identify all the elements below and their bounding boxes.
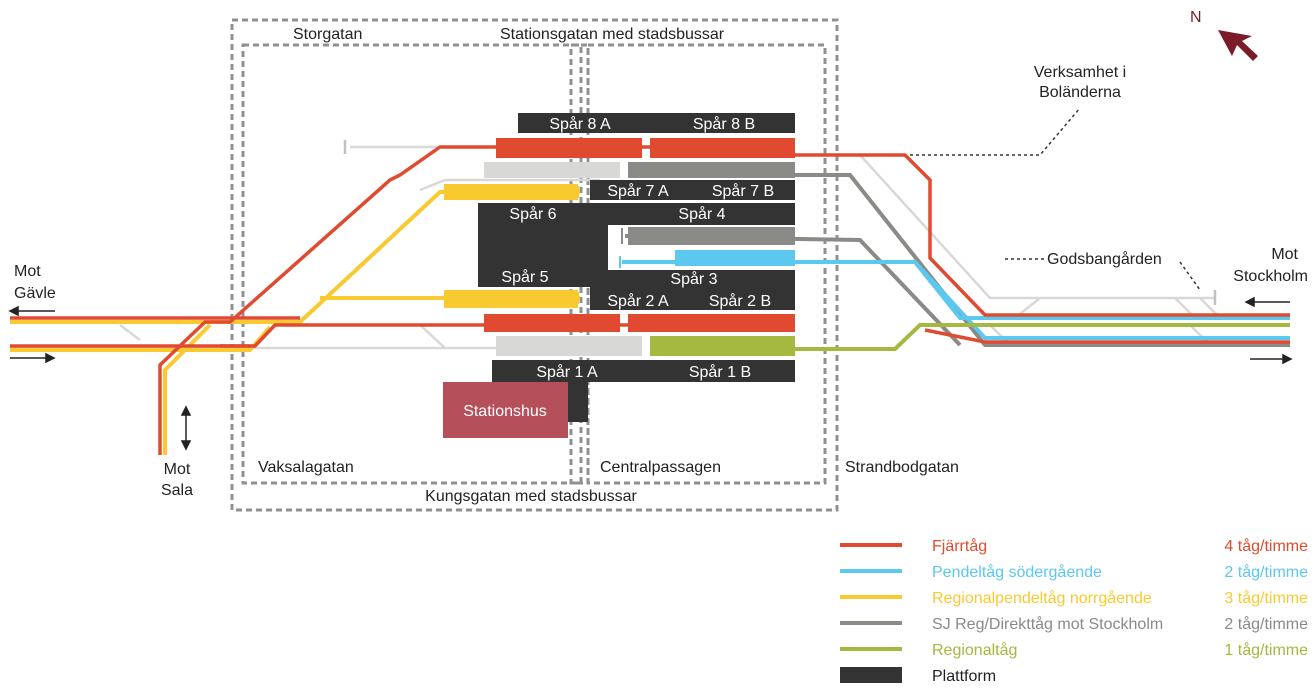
legend-frequency-1: 2 tåg/timme — [1224, 563, 1308, 581]
platform-1-stub — [568, 382, 588, 422]
stockholm-label-line2: Stockholm — [1233, 268, 1308, 285]
route-regional-green — [790, 323, 1290, 351]
platform-4 — [608, 203, 795, 225]
street-labels: Storgatan Stationsgatan med stadsbussar … — [258, 26, 959, 505]
left-block-boundary — [241, 43, 583, 485]
legend-label-3: SJ Reg/Direkttåg mot Stockholm — [932, 615, 1163, 633]
industry-label-line2: Boländerna — [1039, 84, 1121, 101]
label-8b: Spår 8 B — [693, 115, 755, 133]
platform-labels: Spår 8 A Spår 8 B Spår 7 A Spår 7 B Spår… — [501, 115, 774, 381]
legend-frequency-3: 2 tåg/timme — [1224, 615, 1308, 633]
legend-label-5: Plattform — [932, 668, 996, 685]
platform-2-connector — [590, 287, 608, 310]
label-8a: Spår 8 A — [549, 115, 611, 133]
legend-label-4: Regionaltåg — [932, 641, 1017, 659]
legend-swatch-0 — [840, 543, 902, 547]
annotation-leaders — [910, 107, 1201, 291]
outer-block-boundary — [230, 18, 839, 512]
platform-8 — [518, 113, 795, 133]
track-5 — [444, 290, 578, 308]
street-centralpassagen: Centralpassagen — [600, 459, 721, 476]
legend-frequency-2: 3 tåg/timme — [1224, 589, 1308, 607]
station-building — [443, 382, 568, 438]
arrow-right-gavle-icon — [10, 352, 56, 364]
platforms — [478, 113, 795, 422]
track-7a — [484, 162, 620, 178]
label-4: Spår 4 — [678, 205, 725, 223]
label-1b: Spår 1 B — [689, 363, 751, 381]
legend-label-0: Fjärrtåg — [932, 537, 987, 555]
platform-3-2 — [608, 270, 795, 310]
label-2a: Spår 2 A — [607, 292, 669, 310]
street-kungsgatan: Kungsgatan med stadsbussar — [425, 488, 637, 505]
legend-swatch-1 — [840, 569, 902, 573]
track-3 — [675, 250, 795, 266]
arrow-left-gavle-icon — [8, 305, 55, 317]
legend-swatch-3 — [840, 621, 902, 625]
direction-arrows — [8, 296, 1293, 451]
platform-tracks — [444, 138, 795, 356]
track-1b — [650, 336, 795, 356]
track-4 — [628, 227, 795, 245]
track-2b — [628, 314, 795, 332]
label-7a: Spår 7 A — [607, 182, 669, 200]
legend-swatch-2 — [840, 595, 902, 599]
arrow-updown-sala-icon — [180, 405, 192, 451]
compass-north-arrow-icon: N — [1190, 9, 1258, 61]
street-storgatan: Storgatan — [293, 26, 362, 43]
track-7b — [628, 162, 795, 178]
label-1a: Spår 1 A — [536, 363, 598, 381]
industry-label-line1: Verksamhet i — [1034, 64, 1126, 81]
label-3: Spår 3 — [670, 270, 717, 288]
track-6 — [444, 184, 578, 200]
legend-frequency-4: 1 tåg/timme — [1224, 641, 1308, 659]
label-2b: Spår 2 B — [709, 292, 771, 310]
sala-label-line1: Mot — [164, 461, 191, 478]
legend-swatch-5 — [840, 667, 902, 683]
label-7b: Spår 7 B — [712, 182, 774, 200]
arrow-right-stockholm-icon — [1250, 353, 1293, 365]
street-vaksalagatan: Vaksalagatan — [258, 459, 354, 476]
freight-yard-label: Godsbangården — [1047, 250, 1162, 268]
gavle-label-line1: Mot — [14, 263, 41, 280]
label-6: Spår 6 — [509, 205, 556, 223]
label-5: Spår 5 — [501, 268, 548, 286]
platform-6-5 — [478, 203, 608, 287]
legend-label-2: Regionalpendeltåg norrgående — [932, 589, 1152, 607]
track-8a — [496, 138, 642, 158]
street-strandbodgatan: Strandbodgatan — [845, 459, 959, 476]
legend-frequency-0: 4 tåg/timme — [1224, 537, 1308, 555]
legend-label-1: Pendeltåg södergående — [932, 563, 1102, 581]
track-8b — [650, 138, 795, 158]
legend-swatch-4 — [840, 647, 902, 651]
platform-1 — [492, 360, 795, 382]
street-stationsgatan: Stationsgatan med stadsbussar — [500, 26, 725, 43]
stockholm-label-line1: Mot — [1271, 246, 1298, 263]
route-fjarr-red — [10, 145, 1290, 455]
arrow-left-stockholm-icon — [1244, 296, 1290, 308]
track-1a — [496, 336, 642, 356]
sala-label-line2: Sala — [161, 482, 193, 499]
compass-label: N — [1190, 9, 1202, 26]
gavle-label-line2: Gävle — [14, 285, 56, 302]
platform-7 — [590, 180, 795, 200]
station-building-label: Stationshus — [463, 403, 547, 420]
track-2a — [484, 314, 620, 332]
